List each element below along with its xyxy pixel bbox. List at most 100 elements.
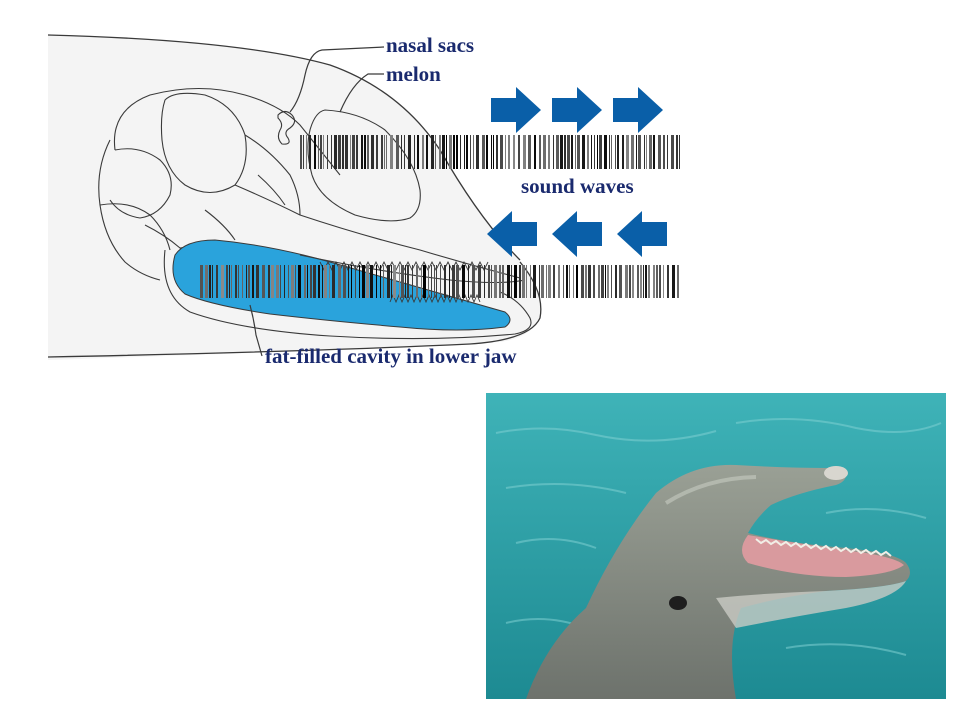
wave-stripe — [526, 265, 527, 298]
fat-cavity — [172, 239, 511, 331]
wave-stripe — [648, 265, 650, 298]
wave-stripe — [442, 135, 445, 169]
wave-stripe — [653, 265, 655, 298]
wave-stripe — [280, 265, 281, 298]
wave-stripe — [605, 265, 606, 298]
wave-stripe — [428, 265, 429, 298]
wave-stripe — [473, 135, 474, 169]
wave-stripe — [390, 135, 393, 169]
arrow-right-icon — [552, 87, 602, 133]
wave-stripe — [556, 135, 559, 169]
wave-stripe — [522, 265, 525, 298]
wave-stripe — [599, 135, 602, 169]
wave-stripe — [303, 135, 304, 169]
wave-stripe — [643, 265, 644, 298]
nasal-sacs-leader — [289, 46, 385, 113]
dolphin-photo — [486, 393, 946, 699]
wave-stripe — [625, 265, 628, 298]
wave-stripe — [431, 135, 434, 169]
wave-stripe — [422, 135, 424, 169]
wave-stripe — [209, 265, 211, 298]
wave-stripe — [496, 135, 498, 169]
wave-stripe — [460, 135, 461, 169]
wave-stripe — [304, 265, 306, 298]
wave-stripe — [667, 265, 669, 298]
melon-label: melon — [386, 62, 441, 86]
wave-stripe — [246, 265, 247, 298]
wave-stripe — [383, 265, 384, 298]
wave-stripe — [676, 135, 678, 169]
wave-stripe — [539, 265, 540, 298]
wave-stripe — [638, 135, 641, 169]
wave-stripe — [295, 265, 296, 298]
wave-stripe — [332, 265, 335, 298]
wave-stripe — [548, 135, 550, 169]
wave-stripe — [607, 265, 609, 298]
wave-stripe — [248, 265, 250, 298]
wave-stripe — [444, 265, 446, 298]
fat-cavity-leader — [249, 304, 263, 357]
wave-stripe — [376, 265, 377, 298]
wave-stripe — [472, 265, 475, 298]
wave-stripe — [366, 265, 369, 298]
wave-stripe — [560, 135, 563, 169]
wave-stripe — [611, 265, 612, 298]
wave-stripe — [631, 135, 634, 169]
wave-stripe — [200, 265, 203, 298]
wave-stripe — [585, 265, 587, 298]
wave-stripe — [601, 265, 604, 298]
forehead-outline — [47, 34, 521, 261]
wave-stripe — [541, 265, 544, 298]
water-ripples — [495, 418, 942, 656]
wave-stripe — [632, 265, 634, 298]
wave-stripe — [573, 265, 574, 298]
wave-stripe — [563, 265, 564, 298]
arrow-right-icon — [613, 87, 663, 133]
wave-stripe — [449, 265, 450, 298]
wave-stripe — [646, 135, 647, 169]
wave-stripe — [345, 135, 348, 169]
wave-stripe — [393, 265, 396, 298]
wave-stripe — [434, 265, 435, 298]
wave-stripe — [622, 135, 624, 169]
nasal-sacs-outline — [277, 110, 296, 145]
wave-stripe — [534, 135, 536, 169]
wave-stripe — [318, 265, 320, 298]
wave-stripe — [318, 135, 319, 169]
wave-stripe — [322, 265, 323, 298]
outgoing-arrows — [491, 87, 663, 133]
wave-stripe — [242, 265, 243, 298]
wave-stripe — [548, 265, 551, 298]
wave-stripe — [371, 135, 374, 169]
wave-stripe — [615, 265, 617, 298]
wave-stripe — [500, 135, 503, 169]
wave-stripe — [499, 265, 501, 298]
wave-stripe — [491, 265, 492, 298]
wave-stripe — [476, 135, 479, 169]
wave-stripe — [645, 265, 647, 298]
wave-stripe — [298, 265, 301, 298]
wave-stripe — [387, 265, 390, 298]
wave-stripe — [226, 265, 228, 298]
wave-stripe — [404, 135, 405, 169]
dolphin-chin — [716, 581, 906, 628]
wave-stripe — [423, 265, 426, 298]
wave-stripe — [350, 135, 351, 169]
wave-stripe — [291, 265, 294, 298]
wave-stripe — [456, 135, 458, 169]
wave-stripe — [435, 135, 436, 169]
dolphin-body — [526, 464, 910, 699]
wave-stripe — [440, 265, 441, 298]
wave-stripe — [571, 135, 573, 169]
wave-stripe — [611, 135, 612, 169]
wave-stripe — [449, 135, 452, 169]
wave-stripe — [663, 135, 665, 169]
wave-stripe — [401, 135, 402, 169]
wave-stripe — [663, 265, 664, 298]
wave-stripe — [629, 265, 631, 298]
wave-stripe — [309, 135, 311, 169]
wave-stripe — [396, 135, 399, 169]
wave-stripe — [679, 135, 680, 169]
wave-stripe — [446, 135, 447, 169]
wave-stripe — [362, 265, 365, 298]
